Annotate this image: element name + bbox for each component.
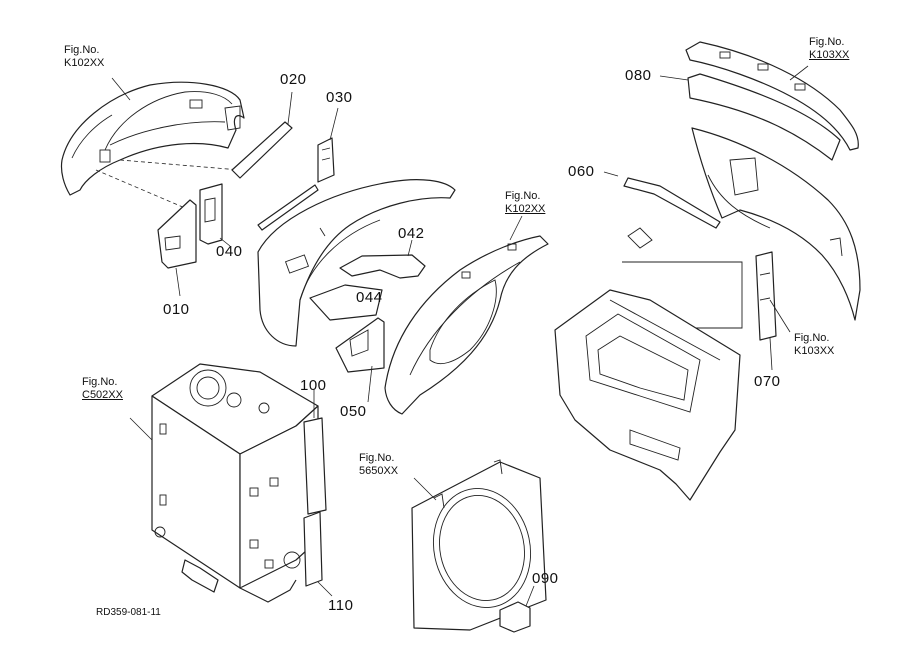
part-label-042: 042 <box>398 225 425 242</box>
part-label-020: 020 <box>280 71 307 88</box>
fan-shroud <box>411 459 547 631</box>
fig-ref-top-left: Fig.No. K102XX <box>64 44 104 70</box>
radiator-support-frame <box>554 289 741 501</box>
fig-ref-code: C502XX <box>82 389 123 401</box>
fig-ref-code: K102XX <box>64 57 105 69</box>
part-080-panel <box>687 73 841 161</box>
fig-ref-code: K103XX <box>809 49 850 61</box>
fuel-tank <box>151 363 319 603</box>
fig-ref-code: K102XX <box>505 203 546 215</box>
fig-ref-shroud: Fig.No. 5650XX <box>359 452 398 478</box>
fig-ref-prefix: Fig.No. <box>359 452 395 464</box>
fig-ref-tank: Fig.No. C502XX <box>82 376 123 402</box>
part-label-070: 070 <box>754 373 781 390</box>
drawing-number: RD359-081-11 <box>96 607 161 618</box>
part-010-plate <box>157 199 197 269</box>
part-label-090: 090 <box>532 570 559 587</box>
part-100-strap <box>303 417 327 515</box>
part-044-pad <box>309 284 383 321</box>
part-050-bracket <box>335 317 385 373</box>
part-020-strip <box>231 121 319 231</box>
front-hood-panel <box>60 81 245 196</box>
part-label-050: 050 <box>340 403 367 420</box>
fig-ref-prefix: Fig.No. <box>809 36 845 48</box>
part-label-010: 010 <box>163 301 190 318</box>
fig-ref-right: Fig.No. K103XX <box>794 332 834 358</box>
fig-ref-top-right: Fig.No. K103XX <box>809 36 849 62</box>
fig-ref-code: 5650XX <box>359 465 399 477</box>
hood-top-panel <box>685 41 859 151</box>
part-label-044: 044 <box>356 289 383 306</box>
side-cover-panel <box>257 179 456 347</box>
part-label-110: 110 <box>328 597 354 614</box>
part-110-strap <box>303 511 323 587</box>
part-030-bracket <box>317 137 335 183</box>
part-label-100: 100 <box>300 377 327 394</box>
rear-hood-panel <box>691 127 861 321</box>
fig-ref-prefix: Fig.No. <box>82 376 118 388</box>
part-label-060: 060 <box>568 163 595 180</box>
fig-ref-code: K103XX <box>794 345 835 357</box>
part-042-pad <box>339 254 426 279</box>
part-090-clip <box>499 601 531 633</box>
part-label-030: 030 <box>326 89 353 106</box>
part-label-080: 080 <box>625 67 652 84</box>
part-label-040: 040 <box>216 243 243 260</box>
fig-ref-prefix: Fig.No. <box>64 44 100 56</box>
part-070-bracket <box>755 251 777 341</box>
fig-ref-middle: Fig.No. K102XX <box>505 190 545 216</box>
part-040-plate <box>199 183 223 245</box>
fender-panel <box>384 235 549 415</box>
fig-ref-prefix: Fig.No. <box>794 332 830 344</box>
fig-ref-prefix: Fig.No. <box>505 190 541 202</box>
